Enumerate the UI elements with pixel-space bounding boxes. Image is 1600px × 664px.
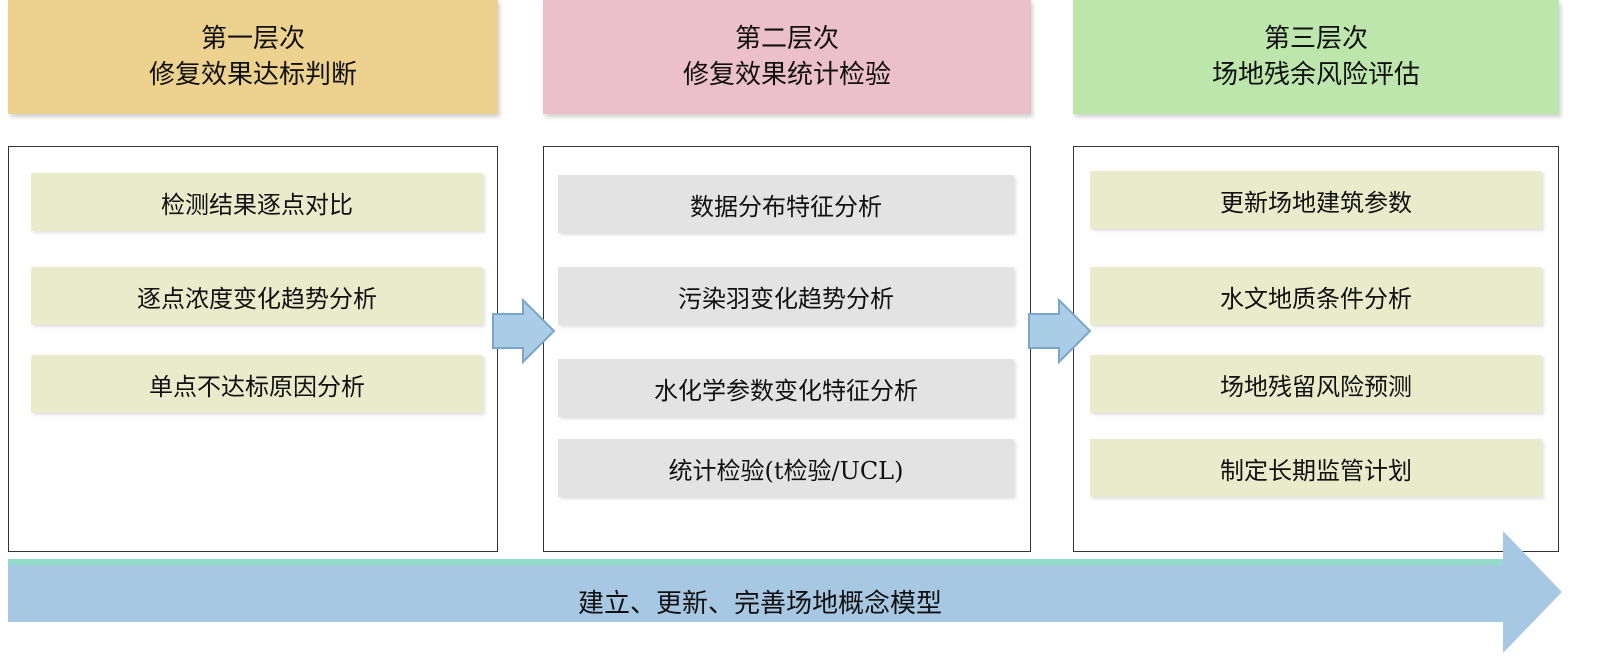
panel-level-2: 数据分布特征分析 污染羽变化趋势分析 水化学参数变化特征分析 统计检验(t检验/… <box>543 146 1031 552</box>
level-2-title: 修复效果统计检验 <box>682 60 891 90</box>
step-item: 统计检验(t检验/UCL) <box>558 439 1014 497</box>
arrow-right-icon <box>1028 297 1092 365</box>
header-level-1: 第一层次 修复效果达标判断 <box>8 0 498 114</box>
step-item: 场地残留风险预测 <box>1090 355 1542 413</box>
step-item: 单点不达标原因分析 <box>31 355 483 413</box>
level-1-label: 第一层次 <box>200 24 305 54</box>
bottom-arrow-label: 建立、更新、完善场地概念模型 <box>577 589 942 619</box>
level-2-label: 第二层次 <box>734 24 839 54</box>
panel-level-3: 更新场地建筑参数 水文地质条件分析 场地残留风险预测 制定长期监管计划 <box>1073 146 1559 552</box>
arrow-right-icon <box>492 297 556 365</box>
step-item: 制定长期监管计划 <box>1090 439 1542 497</box>
step-item: 污染羽变化趋势分析 <box>558 267 1014 325</box>
step-item: 更新场地建筑参数 <box>1090 171 1542 229</box>
level-3-title: 场地残余风险评估 <box>1211 60 1420 90</box>
header-level-2: 第二层次 修复效果统计检验 <box>543 0 1031 114</box>
header-level-3: 第三层次 场地残余风险评估 <box>1073 0 1559 114</box>
step-item: 水文地质条件分析 <box>1090 267 1542 325</box>
level-3-label: 第三层次 <box>1263 24 1368 54</box>
step-item: 水化学参数变化特征分析 <box>558 359 1014 417</box>
panel-level-1: 检测结果逐点对比 逐点浓度变化趋势分析 单点不达标原因分析 <box>8 146 498 552</box>
step-item: 逐点浓度变化趋势分析 <box>31 267 483 325</box>
step-item: 数据分布特征分析 <box>558 175 1014 233</box>
step-item: 检测结果逐点对比 <box>31 173 483 231</box>
level-1-title: 修复效果达标判断 <box>148 60 357 90</box>
